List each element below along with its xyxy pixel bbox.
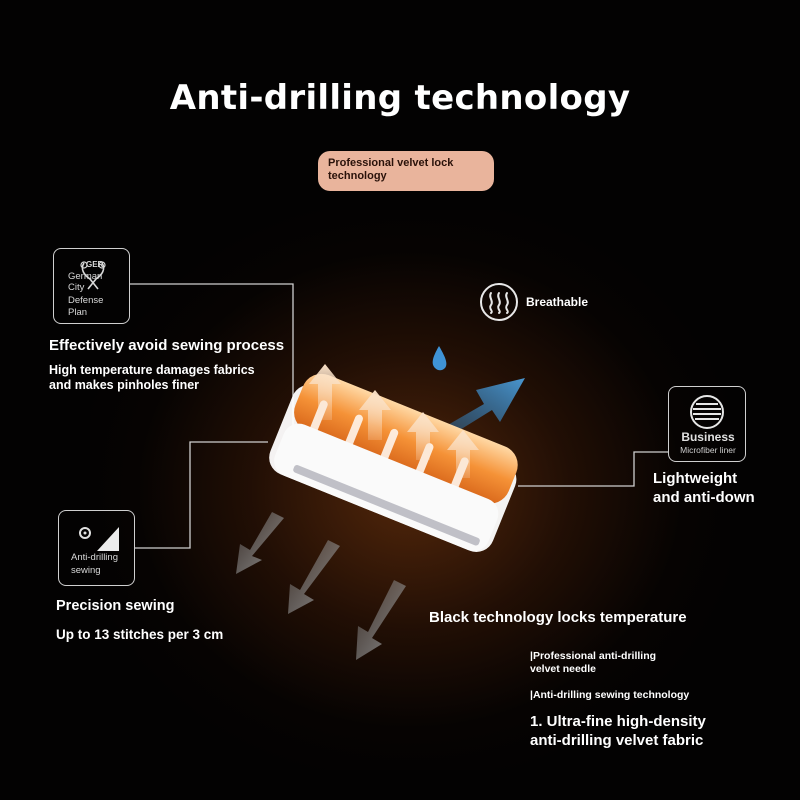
- connector-sewing: [135, 441, 268, 549]
- black-tech-heading: Black technology locks temperature: [429, 609, 687, 626]
- feature-list-item-1: |Professional anti-drilling velvet needl…: [530, 650, 656, 676]
- feature-list-item-1-line-2: velvet needle: [530, 663, 596, 675]
- anti-drilling-sewing-badge: Anti-drilling sewing: [58, 510, 135, 586]
- precision-heading: Precision sewing: [56, 598, 175, 614]
- lightweight-line-2: and anti-down: [653, 489, 755, 506]
- feature-list-item-3: 1. Ultra-fine high-density anti-drilling…: [530, 712, 706, 750]
- striped-circle-icon: [690, 395, 724, 429]
- velvet-lock-pill: Professional velvet lock technology: [318, 151, 494, 191]
- heat-waves-icon: [480, 283, 518, 321]
- lightweight-line-1: Lightweight: [653, 470, 738, 487]
- defense-plan-badge: GER German City Defense Plan: [53, 248, 130, 324]
- connector-business: [518, 451, 668, 487]
- pill-line-2: technology: [328, 170, 387, 182]
- scissors-icon: [80, 261, 106, 290]
- business-liner-badge: Business Microfiber liner: [668, 386, 746, 462]
- needle-icon: [79, 527, 119, 551]
- page-title: Anti-drilling technology: [169, 78, 631, 118]
- pill-line-1: Professional velvet lock: [328, 157, 454, 169]
- fabric-panel: [269, 373, 518, 552]
- badge-text-german: German: [68, 271, 103, 282]
- water-drop-icon: [432, 346, 447, 371]
- heat-arrows-up: [309, 364, 479, 478]
- sewing-badge-line-1: Anti-drilling: [71, 552, 118, 563]
- breathable-label: Breathable: [526, 295, 589, 309]
- cold-arrows-down: [236, 512, 406, 660]
- feature-list-item-2: |Anti-drilling sewing technology: [530, 689, 690, 701]
- sewing-badge-text: Anti-drilling sewing: [71, 551, 118, 577]
- badge-text-plan: Plan: [68, 307, 88, 318]
- badge-text-city: City: [68, 282, 85, 293]
- lightweight-text: Lightweight and anti-down: [653, 469, 755, 507]
- avoid-sewing-detail: High temperature damages fabrics and mak…: [49, 363, 255, 393]
- precision-detail: Up to 13 stitches per 3 cm: [56, 627, 224, 642]
- sewing-badge-line-2: sewing: [71, 565, 101, 576]
- badge-text-defense: Defense: [68, 295, 104, 306]
- avoid-sewing-line-2: and makes pinholes finer: [49, 378, 200, 392]
- avoid-sewing-line-1: High temperature damages fabrics: [49, 363, 255, 377]
- badge-text-ger: GER: [86, 260, 104, 269]
- feature-list-item-3-line-2: anti-drilling velvet fabric: [530, 732, 704, 749]
- feature-list-item-3-line-1: 1. Ultra-fine high-density: [530, 713, 706, 730]
- avoid-sewing-heading: Effectively avoid sewing process: [49, 337, 285, 354]
- business-label: Business: [681, 430, 735, 444]
- connector-defense: [130, 283, 294, 432]
- microfiber-label: Microfiber liner: [680, 445, 736, 455]
- feature-list-item-1-line-1: |Professional anti-drilling: [530, 650, 657, 662]
